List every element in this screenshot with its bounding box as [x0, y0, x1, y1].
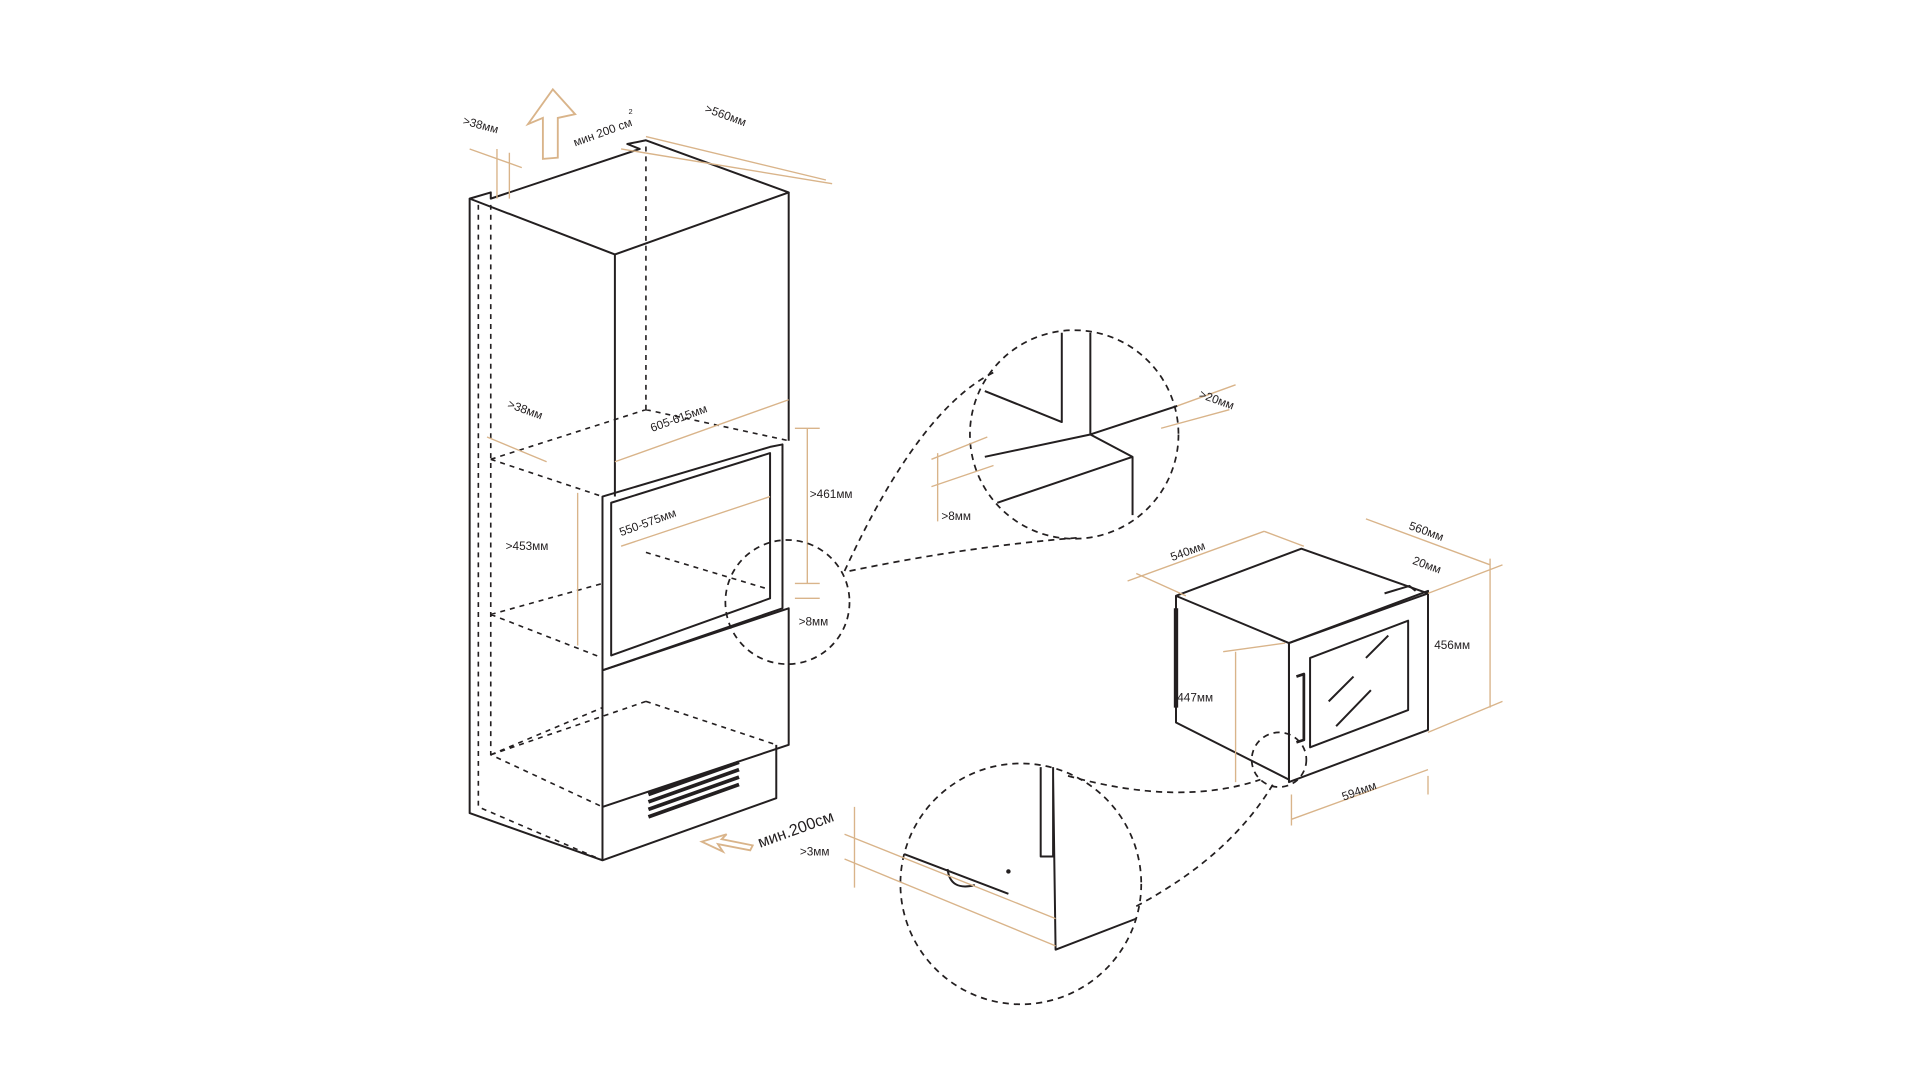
label-detail-foot-gap: >3мм [800, 845, 830, 858]
label-niche-height: >461мм [810, 488, 853, 501]
label-appliance-width: 594мм [1340, 779, 1378, 803]
label-appliance-height: 456мм [1434, 639, 1470, 652]
appliance-drawing [1127, 518, 1503, 826]
label-door-thickness: 20мм [1411, 554, 1443, 576]
label-top-gap: >38мм [461, 114, 499, 136]
label-body-height: 447мм [1177, 691, 1213, 704]
label-detail-bottom-gap: >8мм [941, 510, 971, 523]
label-depth: >560мм [703, 102, 748, 129]
label-appliance-depth: 540мм [1169, 539, 1207, 563]
label-inner-width: 550-575мм [618, 507, 678, 540]
cabinet-drawing [468, 87, 833, 862]
label-niche-width: 605-615мм [649, 402, 709, 435]
label-inner-height: >453мм [506, 540, 549, 553]
label-top-vent-sup: 2 [629, 107, 633, 116]
label-side-gap: >38мм [506, 398, 544, 423]
label-top-vent: мин 200 см [572, 116, 634, 149]
detail-circles [724, 329, 1308, 1006]
label-bottom-gap: >8мм [799, 616, 829, 629]
label-appliance-total-depth: 560мм [1407, 519, 1445, 543]
